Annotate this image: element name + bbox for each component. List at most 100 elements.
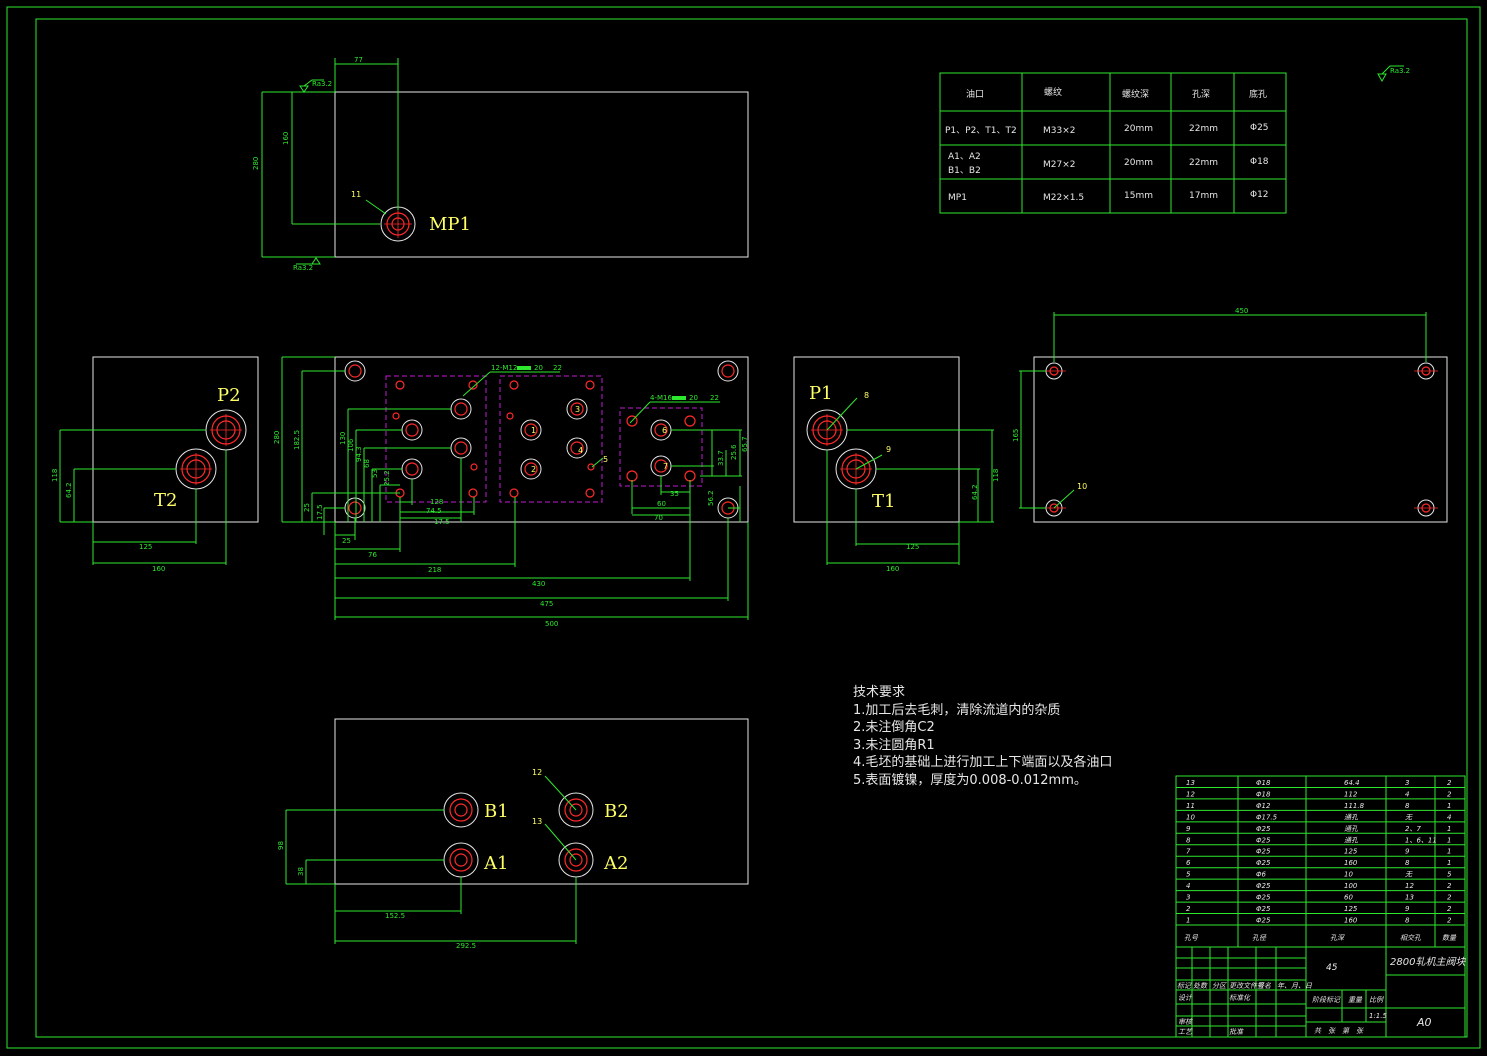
svg-text:重量: 重量	[1348, 996, 1363, 1004]
bom-header-2: 孔深	[1330, 934, 1345, 942]
callout-9: 9	[886, 445, 891, 454]
svg-text:25.6: 25.6	[730, 444, 738, 460]
svg-text:M22×1.5: M22×1.5	[1043, 193, 1084, 203]
label-p1: P1	[809, 383, 833, 404]
svg-text:处数: 处数	[1193, 982, 1208, 990]
bom-cell: 5	[1447, 871, 1452, 879]
dim-right-125: 125	[906, 543, 919, 551]
bom-cell: Φ18	[1256, 790, 1271, 798]
svg-text:25: 25	[303, 503, 311, 512]
bom-cell: 2	[1186, 905, 1191, 913]
svg-text:第: 第	[1342, 1027, 1350, 1035]
bom-cell: 9	[1186, 825, 1191, 833]
callout-13: 13	[532, 817, 542, 826]
svg-text:20mm: 20mm	[1124, 158, 1153, 168]
footprint-3-holes	[626, 415, 696, 482]
svg-text:20mm: 20mm	[1124, 124, 1153, 134]
bom-cell: 2	[1447, 779, 1452, 787]
bom-cell: Φ25	[1256, 905, 1271, 913]
bom-cell: 111.8	[1344, 802, 1365, 810]
svg-text:128: 128	[430, 498, 443, 506]
bom-cell: 1	[1447, 859, 1451, 867]
dim-back-450: 450	[1235, 307, 1248, 315]
dim-bottom-152-5: 152.5	[385, 912, 405, 920]
bom-cell: 60	[1344, 894, 1353, 902]
port-table-header-3: 孔深	[1192, 89, 1210, 100]
svg-text:年、月、日: 年、月、日	[1277, 982, 1313, 990]
dim-front-475: 475	[540, 600, 553, 608]
bom-cell: 64.4	[1344, 779, 1360, 787]
thread-note-m16: 4-M16	[650, 394, 672, 402]
bom-cell: 10	[1186, 813, 1195, 821]
b1-port	[443, 792, 479, 828]
bom-cell: 12	[1405, 882, 1414, 890]
svg-text:130: 130	[339, 432, 347, 445]
bom-cell: 5	[1186, 871, 1191, 879]
back-view-outline	[1033, 356, 1448, 523]
svg-text:审核: 审核	[1178, 1018, 1193, 1026]
bom-cell: 2、7	[1405, 825, 1421, 833]
dim-bottom-292-5: 292.5	[456, 942, 476, 950]
callout-8: 8	[864, 391, 869, 400]
bom-cell: Φ25	[1256, 859, 1271, 867]
label-b2: B2	[604, 801, 629, 822]
svg-text:张: 张	[1356, 1027, 1364, 1035]
dim-front-218: 218	[428, 566, 441, 574]
roughness-bottom: Ra3.2	[293, 264, 313, 272]
svg-text:25: 25	[342, 537, 351, 545]
bom-cell: 9	[1405, 905, 1410, 913]
svg-text:标记: 标记	[1177, 982, 1192, 990]
bom-cell: Φ25	[1256, 836, 1271, 844]
bom-cell: Φ17.5	[1256, 813, 1278, 821]
bom-cell: 3	[1186, 894, 1190, 902]
left-view: 118 64.2 125 160 P2 T2	[51, 356, 259, 573]
notes-title: 技术要求	[853, 685, 906, 700]
bom-cell: 4	[1405, 790, 1409, 798]
mounting-holes	[344, 360, 739, 519]
dim-right-160: 160	[886, 565, 899, 573]
top-view-outline	[334, 91, 749, 258]
front-view: 1 2 3 4 5 6 7 12-M12 20 22 4-M16 20 22 2…	[273, 356, 749, 628]
label-t1: T1	[872, 491, 895, 512]
bom-cell: 通孔	[1344, 813, 1359, 821]
svg-text:17.5: 17.5	[434, 518, 450, 526]
svg-text:22: 22	[553, 364, 562, 372]
note-1: 1.加工后去毛刺，清除流道内的杂质	[853, 702, 1061, 718]
bom-cell: 1	[1186, 917, 1190, 925]
bottom-view-outline	[334, 718, 749, 885]
bom-cell: 160	[1344, 859, 1358, 867]
a1-port	[443, 842, 479, 878]
svg-text:签名: 签名	[1257, 982, 1272, 990]
bom-cell: 125	[1344, 905, 1358, 913]
svg-text:Ra3.2: Ra3.2	[1390, 67, 1410, 75]
svg-text:53: 53	[371, 469, 379, 478]
svg-text:20: 20	[534, 364, 543, 372]
bom-cell: 13	[1405, 894, 1414, 902]
label-p2: P2	[217, 385, 241, 406]
svg-text:Φ25: Φ25	[1250, 123, 1269, 133]
thread-note-m12: 12-M12	[491, 364, 517, 372]
dim-left-125: 125	[139, 543, 152, 551]
bom-cell: 无	[1405, 813, 1413, 821]
label-a2: A2	[603, 853, 628, 874]
bom-cell: 1	[1447, 848, 1451, 856]
bom-cell: Φ25	[1256, 848, 1271, 856]
hole-num-5: 5	[603, 455, 608, 464]
note-4: 4.毛坯的基础上进行加工上下端面以及各油口	[853, 755, 1113, 770]
bom-cell: 2	[1447, 905, 1452, 913]
bom-cell: Φ25	[1256, 882, 1271, 890]
dim-top-77: 77	[354, 56, 363, 64]
bom-cell: Φ25	[1256, 917, 1271, 925]
dim-front-182-5: 182.5	[293, 430, 301, 450]
bom-cell: 2	[1447, 894, 1452, 902]
svg-text:65.7: 65.7	[741, 436, 749, 452]
dim-front-280: 280	[273, 431, 281, 444]
svg-text:15mm: 15mm	[1124, 191, 1153, 201]
bom-cell: 9	[1405, 848, 1410, 856]
dim-front-430: 430	[532, 580, 545, 588]
hole-num-6: 6	[662, 426, 667, 435]
bom-cell: 2	[1447, 790, 1452, 798]
hole-num-7: 7	[663, 462, 668, 471]
bom-cell: 通孔	[1344, 836, 1359, 844]
label-mp1: MP1	[429, 214, 471, 235]
